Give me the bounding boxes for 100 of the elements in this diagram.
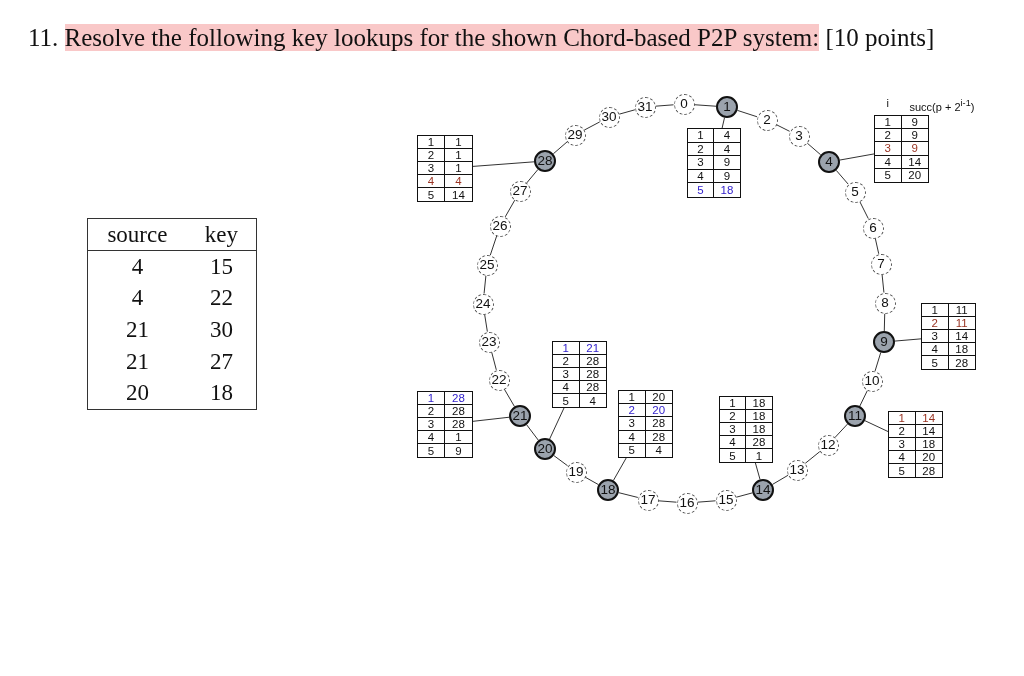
- table-cell: 1: [688, 129, 714, 143]
- table-cell: 3: [720, 423, 746, 436]
- table-cell: 28: [579, 355, 606, 368]
- table-cell: 18: [746, 410, 772, 423]
- table-value: 22: [209, 286, 233, 311]
- table-cell: 28: [746, 436, 772, 449]
- connector-line: [489, 235, 498, 256]
- connector-line: [864, 420, 889, 433]
- peer-node: 1: [716, 96, 738, 118]
- table-cell: 1: [418, 392, 445, 405]
- table-cell: 1: [619, 391, 646, 405]
- ring-node: 26: [489, 215, 511, 237]
- ring-node: 25: [476, 254, 498, 276]
- ring-node: 27: [509, 180, 531, 202]
- connector-line: [618, 492, 639, 498]
- table-cell: 14: [915, 412, 942, 425]
- peer-node: 11: [844, 405, 866, 427]
- connector-line: [483, 274, 487, 295]
- ring-node: 13: [786, 459, 808, 481]
- ring-node: 24: [472, 293, 494, 315]
- peer-node: 14: [752, 479, 774, 501]
- table-cell: 28: [645, 430, 672, 444]
- table-cell: 4: [688, 169, 714, 184]
- table-cell-text: 28: [921, 464, 937, 477]
- connector-line: [835, 169, 849, 185]
- table-cell: 1: [922, 304, 949, 317]
- peer-node: 18: [597, 479, 619, 501]
- table-cell: 2: [619, 404, 646, 418]
- connector-line: [839, 153, 875, 161]
- ring-node: 22: [488, 369, 510, 391]
- finger-table: [417, 135, 473, 202]
- table-value: 27: [209, 349, 233, 374]
- table-cell: 5: [889, 464, 916, 477]
- ring-node: 16: [676, 492, 698, 514]
- finger-table: [687, 128, 741, 198]
- table-cell: 3: [875, 142, 902, 156]
- table-cell: 2: [688, 142, 714, 157]
- table-cell: 4: [619, 430, 646, 444]
- column-header: key: [204, 223, 238, 247]
- ring-node: 2: [756, 109, 778, 131]
- peer-node: 4: [818, 151, 840, 173]
- connector-line: [883, 313, 886, 332]
- table-cell: 1: [418, 136, 445, 149]
- title: 11. Resolve the following key lookups for the shown Chord-based P2P system: [10 points]: [28, 23, 935, 53]
- table-cell: 1: [875, 116, 902, 130]
- ring-node: 3: [788, 125, 810, 147]
- table-cell-text: 9: [454, 444, 463, 457]
- table-cell: 5: [875, 168, 902, 182]
- table-cell: 4: [418, 175, 445, 188]
- connector-line: [754, 462, 761, 480]
- connector-line: [859, 200, 869, 220]
- table-cell: 4: [445, 175, 472, 188]
- table-cell: 20: [915, 451, 942, 464]
- ring-node: 17: [637, 489, 659, 511]
- table-cell: 2: [889, 425, 916, 438]
- table-cell: 4: [714, 142, 740, 157]
- table-cell-text: 28: [954, 356, 970, 369]
- table-cell: 28: [579, 368, 606, 381]
- connector-line: [472, 416, 510, 422]
- finger-table: [874, 115, 929, 183]
- connector-line: [472, 161, 535, 167]
- table-cell: 28: [445, 405, 472, 418]
- table-cell-text: 4: [654, 443, 663, 457]
- table-value: 21: [125, 318, 149, 342]
- ring-node: 29: [564, 124, 586, 146]
- ring-node: 8: [874, 292, 896, 314]
- ring-node: 10: [861, 370, 883, 392]
- table-cell: 5: [553, 394, 580, 407]
- column-header: source: [107, 223, 168, 247]
- ring-node: 6: [862, 217, 884, 239]
- table-cell: 4: [553, 381, 580, 394]
- table-cell: 2: [875, 129, 902, 143]
- table-cell: 2: [922, 317, 949, 330]
- table-cell: 3: [922, 330, 949, 343]
- connector-line: [526, 424, 539, 441]
- peer-node: 28: [534, 150, 556, 172]
- table-value: 15: [209, 254, 233, 279]
- finger-table: [921, 303, 976, 370]
- table-cell: 9: [714, 169, 740, 184]
- connector-line: [834, 423, 848, 438]
- table-value: 4: [131, 254, 144, 279]
- table-cell: 28: [579, 381, 606, 394]
- ring-node: 23: [478, 331, 500, 353]
- table-cell: 14: [901, 155, 928, 169]
- ring-node: 30: [598, 106, 620, 128]
- table-cell-text: 4: [588, 394, 597, 407]
- table-cell: 5: [619, 443, 646, 457]
- connector-line: [735, 492, 753, 498]
- finger-table: [888, 411, 943, 478]
- table-cell: 1: [553, 342, 580, 355]
- table-cell: 5: [720, 449, 746, 462]
- table-cell: 3: [688, 156, 714, 170]
- table-cell: 4: [714, 129, 740, 143]
- connector-line: [484, 313, 488, 333]
- connector-line: [696, 500, 717, 503]
- table-cell: 3: [418, 162, 445, 175]
- finger-table: [417, 391, 473, 458]
- connector-line: [859, 389, 868, 407]
- connector-line: [612, 457, 627, 481]
- table-cell: 18: [915, 438, 942, 451]
